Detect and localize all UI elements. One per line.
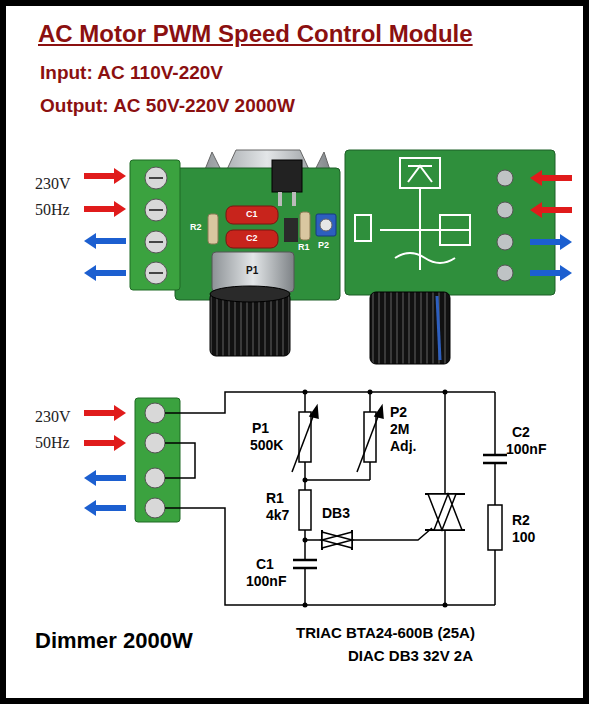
spec-text: Input: AC 110V-220V — [40, 62, 223, 84]
value-label: 100 — [512, 529, 535, 545]
part-label: P2 — [390, 404, 407, 420]
frequency-label: 50Hz — [35, 201, 70, 219]
part-label: C2 — [246, 233, 258, 243]
part-label: DB3 — [322, 505, 350, 521]
part-label: R2 — [512, 512, 530, 528]
part-label: R2 — [190, 222, 202, 232]
voltage-label: 230V — [35, 175, 71, 193]
value-label: 4k7 — [266, 507, 289, 523]
part-label: R1 — [298, 242, 310, 252]
terminal-block — [135, 398, 180, 522]
part-label: P1 — [246, 265, 258, 277]
frequency-label: 50Hz — [35, 434, 70, 452]
junction-dots — [303, 390, 448, 608]
spec-text: Output: AC 50V-220V 2000W — [40, 95, 295, 117]
module-photo-top — [130, 150, 340, 356]
component-note: TRIAC BTA24-600B (25A) — [296, 624, 475, 641]
part-label: C1 — [256, 556, 274, 572]
potentiometer-arrows — [292, 406, 383, 472]
value-label: 2M — [390, 421, 409, 437]
frame — [3, 3, 586, 701]
value-label: 100nF — [246, 573, 286, 589]
component-note: DIAC DB3 32V 2A — [348, 647, 473, 664]
part-label: C1 — [246, 209, 258, 219]
schematic-wires — [165, 392, 507, 605]
value-label: 100nF — [506, 441, 546, 457]
value-label: 500K — [250, 437, 283, 453]
part-label: P1 — [252, 420, 269, 436]
module-photo-bottom — [345, 150, 555, 364]
title: AC Motor PWM Speed Control Module — [38, 20, 473, 48]
part-label: P2 — [318, 240, 329, 250]
value-label: Adj. — [390, 438, 416, 454]
voltage-label: 230V — [35, 408, 71, 426]
part-label: C2 — [512, 424, 530, 440]
caption-text: Dimmer 2000W — [35, 628, 193, 653]
part-label: R1 — [266, 490, 284, 506]
